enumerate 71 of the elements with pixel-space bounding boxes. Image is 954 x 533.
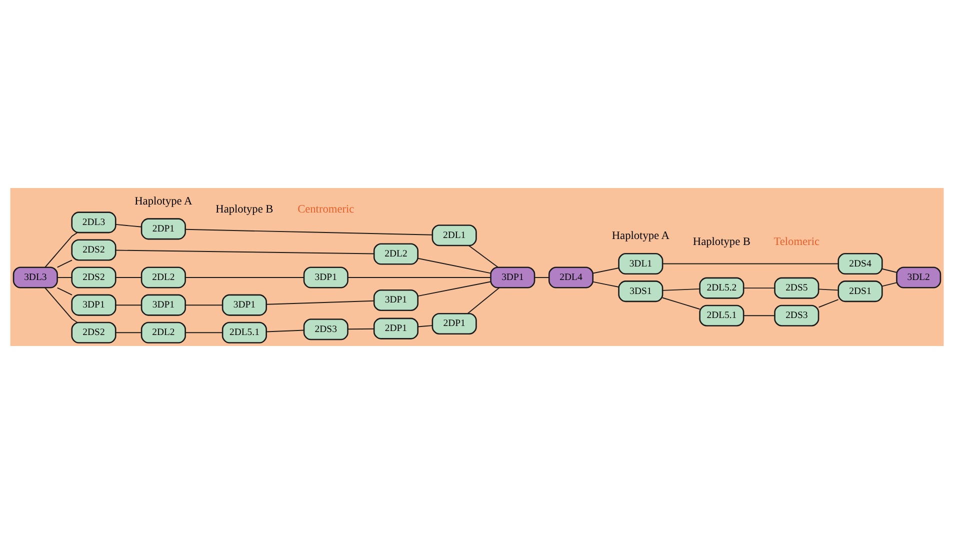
connector [818,288,839,290]
node-box: 3DP1 [140,294,186,316]
connector [662,262,839,264]
node-box: 2DS2 [71,266,116,288]
node-box: 2DS4 [838,252,883,274]
connector [115,223,142,227]
node-box: 2DS2 [71,321,116,343]
node-box: 2DS3 [774,304,820,326]
connector [592,267,620,274]
connector [56,276,72,278]
node-box: 2DL3 [71,211,116,233]
label: Haplotype B [216,202,274,215]
node-box: 3DS1 [618,280,664,302]
node-box: 3DP1 [71,294,116,316]
connector [185,276,304,278]
connector [818,298,839,308]
connector [468,244,498,268]
node-box: 3DL1 [618,252,664,274]
node-box: 3DP1 [303,266,348,288]
connector [184,332,223,333]
connector [534,276,550,278]
connector [266,300,374,304]
connector [115,332,142,333]
node-box: 3DP1 [490,266,536,288]
node-box: 2DL2 [140,321,186,343]
node-box: 2DL5.1 [699,304,744,326]
node-box: 2DL2 [373,242,418,264]
connector [882,282,897,286]
connector [592,280,620,288]
connector [348,328,374,330]
node-box: 2DS3 [303,318,348,340]
connector [115,276,142,278]
connector [417,324,433,327]
connector [44,232,78,268]
connector [743,314,776,316]
connector [185,228,433,235]
label: Telomeric [774,235,820,248]
node-box: 2DP1 [432,312,477,334]
connector [467,286,500,314]
node-box: 2DS5 [774,276,820,298]
connector [115,249,375,254]
connector [417,280,491,296]
node-box: 2DP1 [373,317,418,339]
connector [184,304,223,306]
label: Centromeric [298,202,354,215]
node-box: 3DP1 [373,288,418,310]
connector [662,296,700,310]
node-box: 3DL3 [12,266,58,288]
connector [347,276,492,278]
connector [266,329,304,332]
node-box: 2DL4 [548,266,594,288]
label: Haplotype B [692,235,750,248]
connector [417,257,491,274]
connector [662,288,700,290]
node-box: 2DS2 [71,238,116,260]
node-box: 2DS1 [838,280,883,302]
label: Haplotype A [134,194,192,207]
node-box: 2DL1 [432,224,477,246]
node-box: 2DL2 [140,266,186,288]
connector [882,268,897,272]
node-box: 3DP1 [222,294,267,316]
node-box: 3DL2 [896,266,942,288]
node-box: 2DL5.1 [222,321,267,343]
node-box: 2DP1 [140,218,186,240]
connector [115,304,142,306]
connector [743,287,776,288]
connector [56,286,72,295]
connector [44,286,78,322]
connector [56,259,72,268]
label: Haplotype A [612,230,670,242]
node-box: 2DL5.2 [699,276,744,298]
